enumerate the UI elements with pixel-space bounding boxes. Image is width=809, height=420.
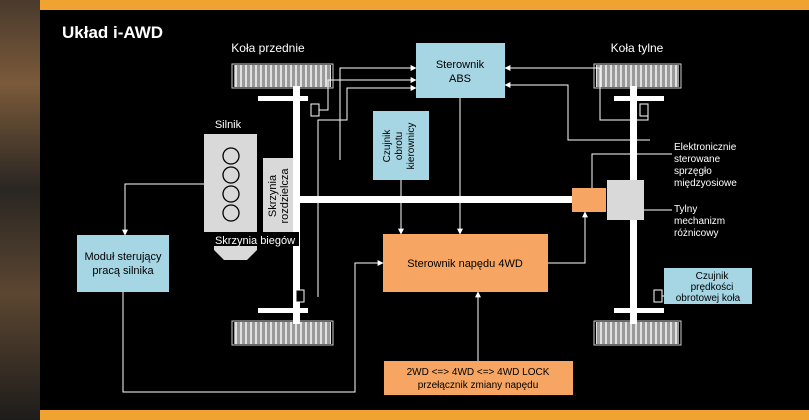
- coupling-label-line2: sterowane: [674, 154, 721, 165]
- gearbox-label: Skrzynia biegów: [215, 235, 295, 247]
- rear-right-wheel: [593, 320, 682, 346]
- rear-upper-speed-sensor: [639, 103, 649, 117]
- steering-sensor-box: [373, 111, 429, 180]
- rear-left-wheel: [593, 63, 682, 89]
- rear-lower-hub: [614, 308, 664, 313]
- front-upper-hub: [258, 96, 308, 101]
- front-right-wheel: [231, 320, 334, 346]
- coupling-label-line1: Elektronicznie: [674, 142, 737, 153]
- differential-label-line1: Tylny: [674, 204, 697, 215]
- diagram-title: Układ i-AWD: [62, 23, 163, 42]
- front-wheels-label: Koła przednie: [231, 41, 305, 55]
- steering-sensor-line3: kierownicy: [406, 123, 417, 170]
- engine-label: Silnik: [215, 119, 242, 131]
- transfer-case-label-line2: rozdzielcza: [279, 168, 291, 224]
- connection-lines: [122, 65, 672, 393]
- steering-sensor-line2: obrotu: [394, 132, 405, 160]
- coupling-label-line3: sprzęgło: [674, 166, 712, 177]
- drive-mode-switch-line2: przełącznik zmiany napędu: [418, 380, 539, 391]
- engine-module-line1: Moduł sterujący: [84, 251, 162, 263]
- rear-differential: [607, 180, 644, 220]
- awd-controller-box: [383, 234, 548, 292]
- wheel-speed-sensor-line2: prędkości: [691, 282, 734, 293]
- abs-controller-line1: Sterownik: [436, 59, 485, 71]
- abs-controller-line2: ABS: [449, 73, 471, 85]
- propeller-shaft: [300, 196, 572, 203]
- engine-module-line2: pracą silnika: [92, 265, 154, 277]
- wheel-speed-sensor-box: [664, 268, 752, 304]
- abs-controller-box: [416, 43, 505, 98]
- engine-module-box: [77, 235, 169, 292]
- wheel-speed-sensor-line3: obrotowej koła: [676, 293, 741, 304]
- coupling-label-line4: międzyosiowe: [674, 178, 737, 189]
- drive-mode-switch-line1: 2WD <=> 4WD <=> 4WD LOCK: [407, 367, 550, 378]
- electronic-coupling: [572, 188, 606, 212]
- rear-lower-speed-sensor: [653, 289, 663, 303]
- front-axle: [293, 86, 300, 324]
- differential-label-line2: mechanizm: [674, 216, 725, 227]
- rear-wheels-label: Koła tylne: [611, 41, 664, 55]
- transfer-case: Skrzynia rozdzielcza: [263, 158, 293, 232]
- transfer-case-label-line1: Skrzynia: [267, 174, 279, 217]
- differential-label-line3: różnicowy: [674, 228, 718, 239]
- front-lower-hub: [258, 308, 308, 313]
- background-photo-strip: [0, 0, 40, 420]
- steering-sensor-line1: Czujnik: [382, 129, 393, 163]
- drive-mode-switch-box: [384, 361, 573, 395]
- rear-upper-hub: [614, 96, 664, 101]
- front-left-wheel: [231, 63, 334, 89]
- front-lower-speed-sensor: [295, 289, 305, 303]
- awd-controller-label: Sterownik napędu 4WD: [407, 258, 523, 270]
- gearbox-label-bg: [210, 232, 299, 246]
- front-upper-speed-sensor: [310, 103, 320, 117]
- wheel-speed-sensor-line1: Czujnik: [696, 271, 730, 282]
